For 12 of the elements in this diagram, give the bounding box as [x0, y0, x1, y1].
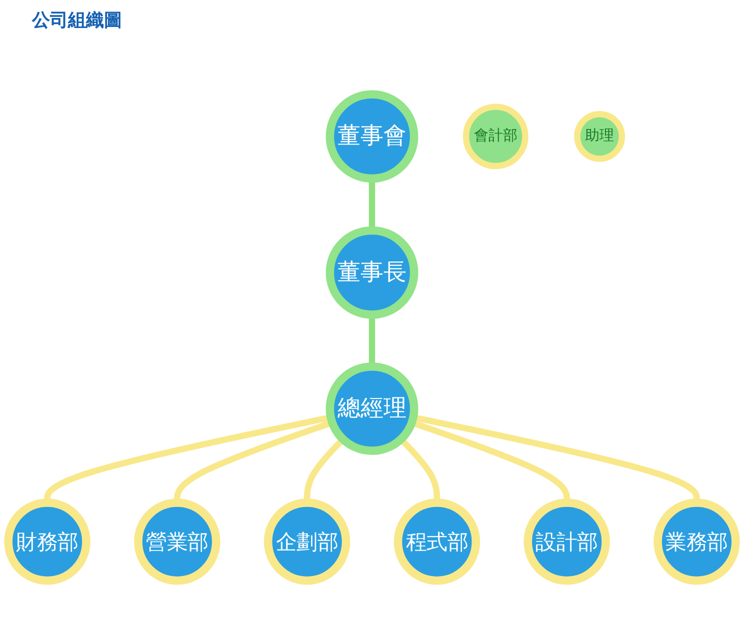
- node-circle: 企劃部: [264, 498, 350, 585]
- node-circle: 營業部: [134, 498, 220, 585]
- node-circle: 程式部: [394, 498, 480, 585]
- node-circle: 業務部: [654, 498, 740, 585]
- node-circle: 財務部: [4, 498, 90, 585]
- node-circle: 董事會: [326, 90, 418, 183]
- node-circle: 董事長: [326, 226, 418, 319]
- node-circle: 總經理: [326, 362, 418, 455]
- title: 公司組織圖: [32, 9, 122, 32]
- node-circle: 助理: [574, 110, 626, 162]
- node-circle: 設計部: [524, 498, 610, 585]
- node-circle: 會計部: [462, 104, 528, 170]
